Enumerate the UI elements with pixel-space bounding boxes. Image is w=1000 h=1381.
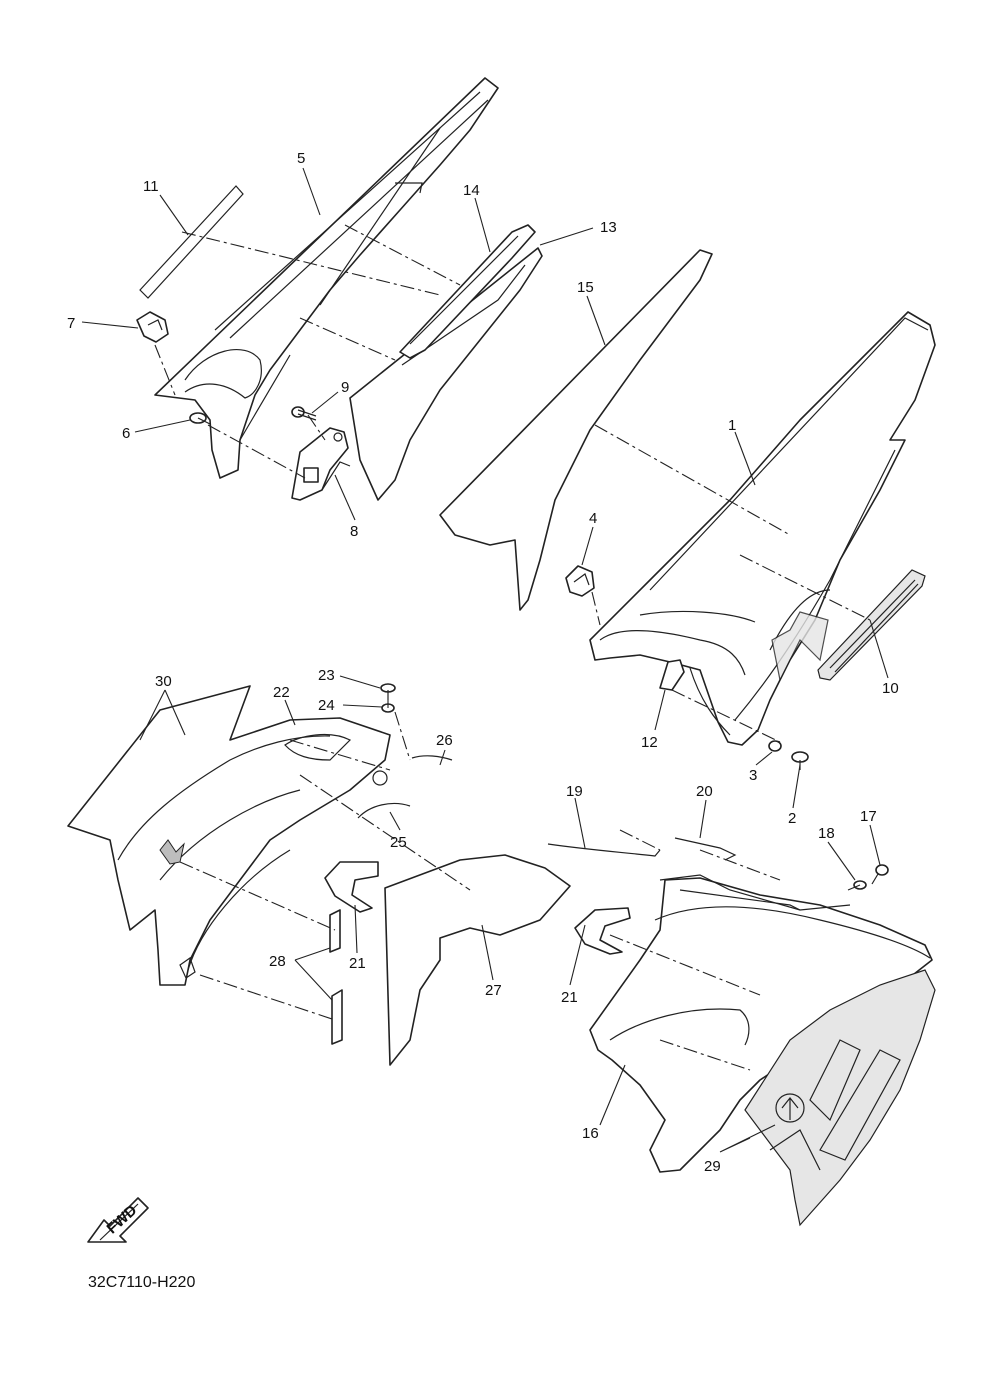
part-30-shroud-left[interactable] (67, 685, 391, 986)
part-19-strip[interactable] (547, 843, 661, 857)
label-6: 6 (122, 425, 130, 442)
part-13-panel[interactable] (349, 247, 543, 501)
part-5-side-cover-left[interactable] (154, 77, 499, 479)
label-2: 2 (788, 810, 796, 827)
fwd-arrow-icon: FWD (87, 1197, 149, 1243)
label-9: 9 (341, 379, 349, 396)
label-4: 4 (589, 510, 597, 527)
part-12-piece[interactable] (659, 659, 685, 691)
label-3: 3 (749, 767, 757, 784)
label-22: 22 (273, 684, 290, 701)
part-4-clip[interactable] (565, 565, 595, 597)
part-15-panel[interactable] (439, 249, 713, 611)
label-16: 16 (582, 1125, 599, 1142)
part-16-shroud-right[interactable] (589, 874, 933, 1173)
label-19: 19 (566, 783, 583, 800)
label-5: 5 (297, 150, 305, 167)
part-23-screw[interactable] (380, 683, 396, 700)
label-28: 28 (269, 953, 286, 970)
label-10: 10 (882, 680, 899, 697)
label-20: 20 (696, 783, 713, 800)
leader-lines (81, 167, 889, 1153)
label-24: 24 (318, 697, 335, 714)
label-7: 7 (67, 315, 75, 332)
label-1: 1 (728, 417, 736, 434)
part-25-strip[interactable] (357, 802, 411, 819)
part-9-bolt[interactable] (291, 406, 317, 421)
part-28-strips[interactable] (329, 909, 343, 1045)
label-13: 13 (600, 219, 617, 236)
label-11: 11 (143, 178, 159, 195)
label-23: 23 (318, 667, 335, 684)
diagram-code: 32C7110-H220 (88, 1274, 195, 1291)
label-17: 17 (860, 808, 877, 825)
part-14-strip[interactable] (399, 224, 536, 359)
part-17-bolt[interactable] (871, 864, 889, 885)
part-11-strip[interactable] (139, 185, 244, 299)
part-29-decal[interactable] (744, 969, 936, 1227)
label-21-right: 21 (561, 989, 578, 1006)
label-26: 26 (436, 732, 453, 749)
label-8: 8 (350, 523, 358, 540)
part-7-clip[interactable] (136, 311, 169, 343)
label-30: 30 (155, 673, 172, 690)
label-29: 29 (704, 1158, 721, 1175)
part-labels: 1 2 3 4 5 6 7 8 9 10 11 12 13 14 15 16 1… (67, 150, 899, 1175)
part-8-bracket[interactable] (291, 427, 351, 501)
part-6-screw[interactable] (189, 412, 211, 425)
label-21-left: 21 (349, 955, 366, 972)
part-26-strip[interactable] (411, 755, 453, 761)
part-21-clip-right[interactable] (574, 907, 631, 955)
label-25: 25 (390, 834, 407, 851)
alignment-lines (154, 224, 871, 1071)
part-21-clip-left[interactable] (324, 861, 379, 913)
part-3-washer[interactable] (768, 740, 782, 752)
part-27-panel[interactable] (384, 854, 571, 1066)
label-27: 27 (485, 982, 502, 999)
label-12: 12 (641, 734, 658, 751)
label-15: 15 (577, 279, 594, 296)
part-20-strip[interactable] (674, 837, 737, 861)
label-14: 14 (463, 182, 480, 199)
label-18: 18 (818, 825, 835, 842)
